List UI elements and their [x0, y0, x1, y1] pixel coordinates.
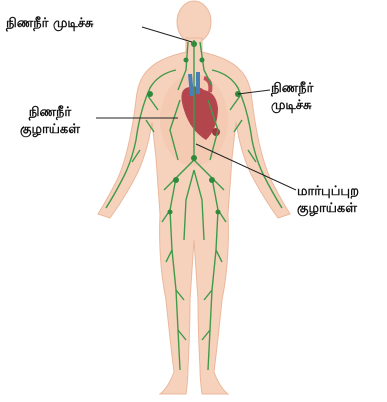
arm-node-text-line2: முடிச்சு	[271, 97, 313, 114]
thoracic-text-line2: குழாய்கள்	[297, 200, 359, 217]
label-arm-lymph-node: நிணநீர் முடிச்சு	[271, 80, 313, 114]
thoracic-text-line1: மார்புப்புற	[297, 183, 359, 200]
vessels-text-line1: நிணநீர்	[20, 104, 80, 121]
label-neck-lymph-node: நிணநீர் முடிச்சு	[6, 15, 93, 32]
label-lymph-vessels: நிணநீர் குழாய்கள்	[20, 104, 80, 138]
neck-node-text: நிணநீர் முடிச்சு	[6, 15, 93, 32]
label-thoracic-duct: மார்புப்புற குழாய்கள்	[297, 183, 359, 217]
vessels-text-line2: குழாய்கள்	[20, 121, 80, 138]
arm-node-text-line1: நிணநீர்	[271, 80, 313, 97]
